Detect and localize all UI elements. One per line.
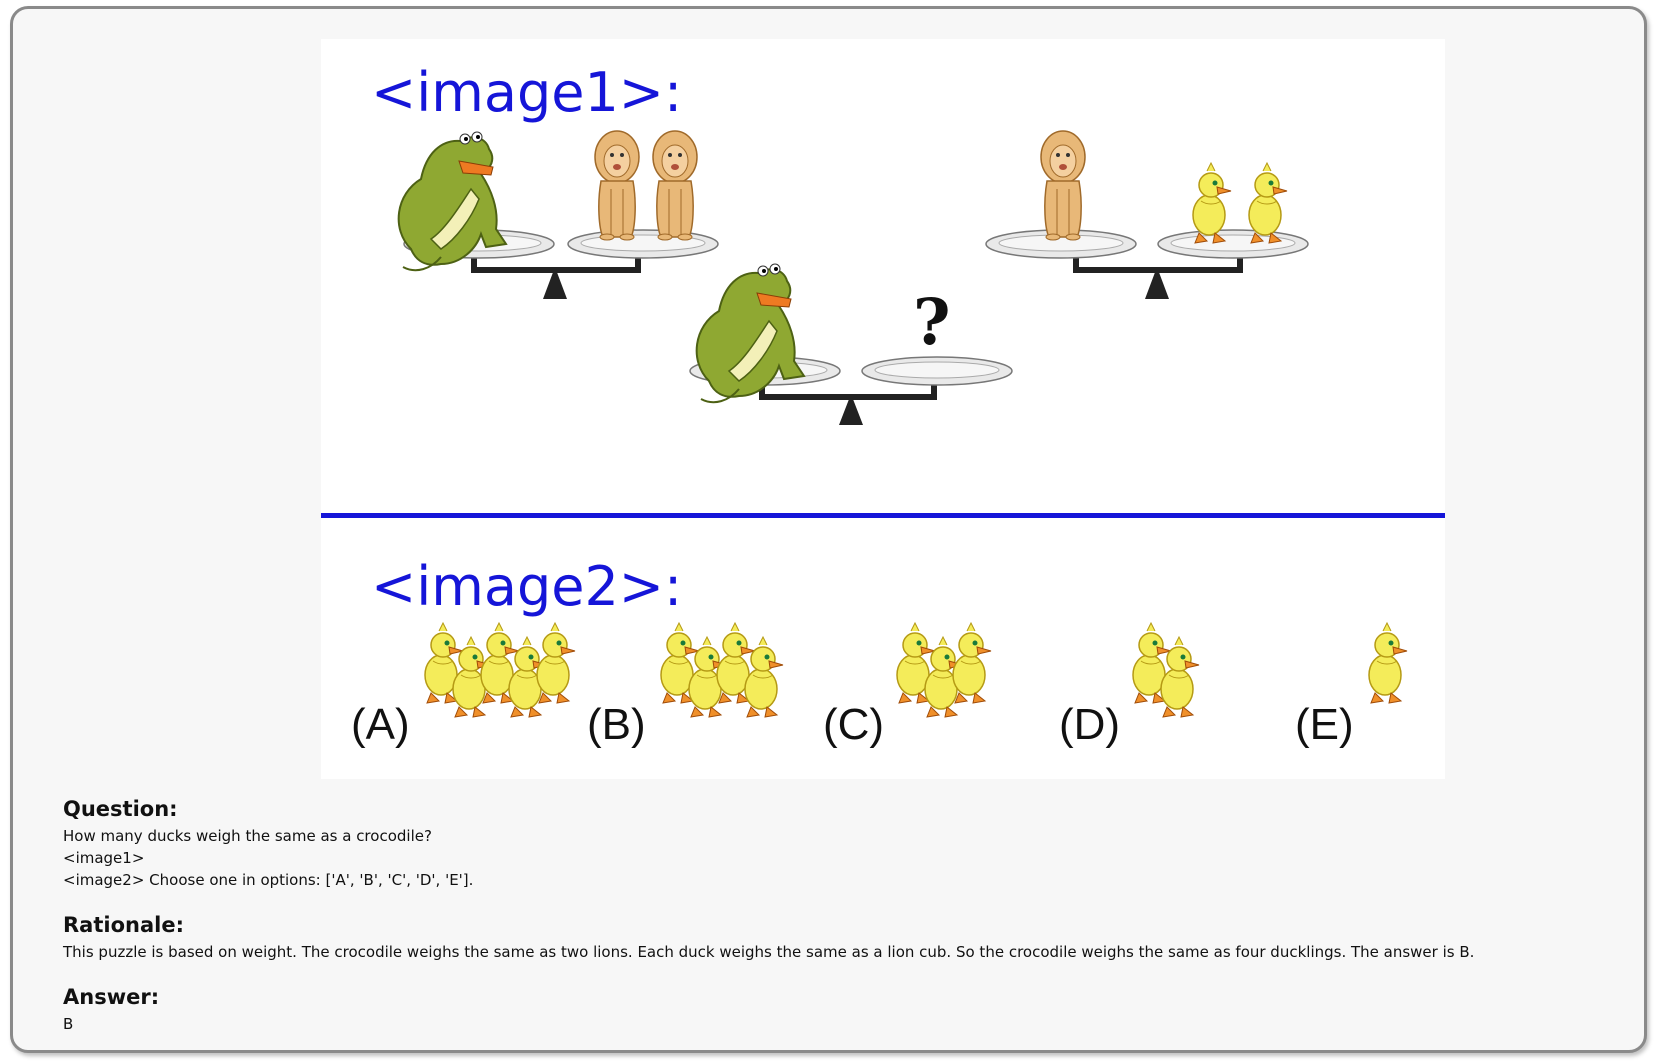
- option-letter: (B): [587, 700, 646, 749]
- option-b: (B): [587, 622, 784, 749]
- duck-icon: [1368, 622, 1408, 704]
- option-letter: (A): [351, 700, 410, 749]
- question-line: <image2> Choose one in options: ['A', 'B…: [63, 871, 474, 889]
- rationale-section: Rationale: This puzzle is based on weigh…: [63, 913, 1474, 963]
- duck-icon: [536, 622, 576, 704]
- lion-icon: [594, 130, 640, 241]
- option-e: (E): [1295, 622, 1408, 749]
- answer-section: Answer: B: [63, 985, 159, 1035]
- duck-icon: [1248, 162, 1288, 244]
- balance-crocodile-vs-lions: [397, 130, 719, 299]
- lion-icon: [1040, 130, 1086, 241]
- question-line: <image1>: [63, 849, 145, 867]
- option-letter: (E): [1295, 700, 1354, 749]
- question-line: How many ducks weigh the same as a croco…: [63, 827, 432, 845]
- lion-icon: [652, 130, 698, 241]
- option-d: (D): [1059, 622, 1200, 749]
- option-letter: (C): [823, 700, 884, 749]
- option-letter: (D): [1059, 700, 1120, 749]
- rationale-heading: Rationale:: [63, 913, 184, 937]
- balance-crocodile-vs-unknown: ?: [689, 263, 1013, 425]
- question-heading: Question:: [63, 797, 178, 821]
- sample-card: <image1>:: [10, 6, 1647, 1053]
- duck-icon: [744, 636, 784, 718]
- balance-lion-vs-ducks: [985, 130, 1309, 299]
- image2-label: <image2>:: [371, 555, 682, 618]
- puzzle-figure: <image1>:: [321, 39, 1445, 779]
- duck-icon: [952, 622, 992, 704]
- rationale-text: This puzzle is based on weight. The croc…: [63, 943, 1475, 961]
- answer-heading: Answer:: [63, 985, 160, 1009]
- option-a: (A): [351, 622, 576, 749]
- question-mark: ?: [913, 285, 951, 360]
- answer-options: (A) (B) (C) (D) (E): [351, 622, 1408, 749]
- duck-icon: [1160, 636, 1200, 718]
- option-c: (C): [823, 622, 992, 749]
- answer-text: B: [63, 1015, 74, 1033]
- image1-label: <image1>:: [371, 61, 682, 124]
- question-section: Question: How many ducks weigh the same …: [63, 797, 473, 891]
- puzzle-figure-svg: <image1>:: [321, 61, 1445, 749]
- divider-line: [321, 513, 1445, 518]
